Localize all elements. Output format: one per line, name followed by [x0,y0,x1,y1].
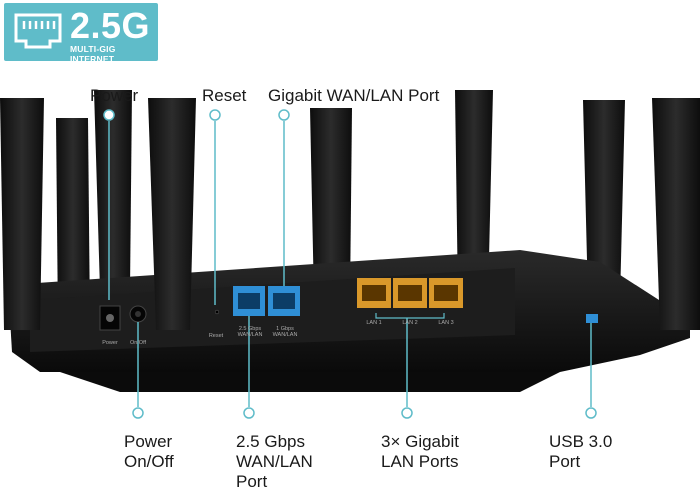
multi-gig-badge: 2.5G MULTI-GIG INTERNET [4,3,158,64]
ethernet-port-icon [14,13,62,49]
antenna [652,98,700,330]
antenna [583,100,625,300]
antenna [56,118,90,325]
callout-gigabit-wan-lan: Gigabit WAN/LAN Port [268,86,440,105]
device-label-lan3: LAN 3 [438,320,454,326]
callout-reset: Reset [202,86,247,105]
device-label-onoff: On/Off [129,340,147,346]
reset-hole [214,309,220,315]
device-label-reset: Reset [208,333,224,339]
device-label-lan1: LAN 1 [366,320,382,326]
antenna [148,98,196,330]
badge-value: 2.5G [70,5,151,46]
callout-usb: USB 3.0 Port [549,432,613,471]
callout-2-5g-wan-lan: 2.5 Gbps WAN/LAN Port [236,432,313,491]
callout-power: Power [90,86,139,105]
antenna [310,108,352,300]
callout-lan-ports: 3× Gigabit LAN Ports [381,432,459,471]
callout-power-switch: Power On/Off [124,432,174,471]
antenna [94,90,132,290]
usb-port [586,314,598,323]
antenna [455,90,493,300]
device-label-lan2: LAN 2 [402,320,418,326]
device-label-power: Power [102,340,118,346]
antenna [0,98,44,330]
badge-caption: MULTI-GIG INTERNET [70,44,116,64]
